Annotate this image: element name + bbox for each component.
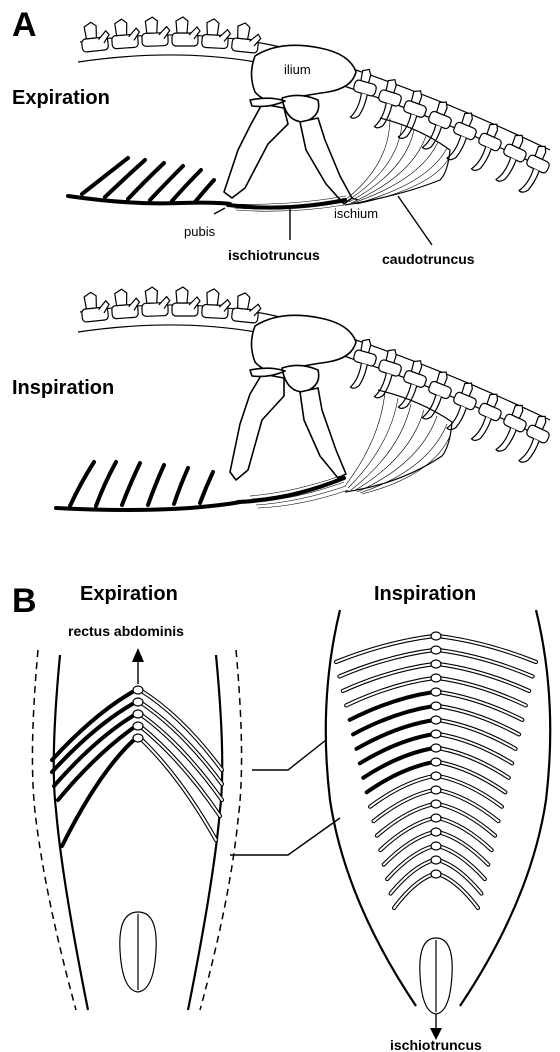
label-ilium: ilium	[284, 62, 311, 77]
midline-nodes-expiration	[133, 686, 143, 742]
pubic-plates-expiration	[120, 912, 156, 992]
midline-node	[431, 814, 441, 822]
connector-upper	[252, 740, 326, 770]
label-rectus-abdominis: rectus abdominis	[68, 623, 184, 639]
skeleton-inspiration	[56, 286, 556, 510]
midline-node	[431, 632, 441, 640]
gastralia-left-expiration	[52, 690, 136, 846]
connector-lower	[230, 818, 340, 855]
midline-node	[431, 688, 441, 696]
pubic-plates-inspiration	[420, 938, 452, 1014]
midline-node	[431, 800, 441, 808]
gastralia-expiration	[68, 158, 230, 204]
gastralium-right	[438, 874, 478, 908]
midline-node	[431, 772, 441, 780]
midline-node	[431, 842, 441, 850]
midline-node	[431, 856, 441, 864]
pubis-expiration	[224, 104, 288, 198]
midline-node	[431, 758, 441, 766]
gastralia-inspiration	[56, 462, 240, 510]
midline-node	[431, 828, 441, 836]
label-ischiotruncus-a: ischiotruncus	[228, 247, 320, 263]
midline-node	[431, 702, 441, 710]
ischiotruncus-muscle-expiration	[228, 196, 346, 211]
gastralia-inspiration-ventral	[336, 632, 536, 908]
midline-node	[431, 786, 441, 794]
panel-letter-a: A	[12, 6, 37, 44]
title-inspiration-a: Inspiration	[12, 377, 114, 399]
ventral-view-inspiration	[326, 610, 550, 1040]
label-ischiotruncus-b: ischiotruncus	[390, 1037, 482, 1052]
midline-node	[431, 744, 441, 752]
ventral-view-expiration	[32, 648, 241, 1010]
midline-node	[431, 716, 441, 724]
label-ischium: ischium	[334, 206, 378, 221]
label-caudotruncus: caudotruncus	[382, 251, 475, 267]
skeleton-expiration	[68, 16, 556, 245]
midline-node	[431, 646, 441, 654]
title-expiration-b: Expiration	[80, 583, 178, 605]
ischiotruncus-muscle-inspiration	[238, 476, 348, 508]
ischium-expiration	[300, 118, 352, 204]
midline-node	[431, 660, 441, 668]
midline-node	[431, 674, 441, 682]
gastralium-left	[394, 874, 434, 908]
midline-node	[431, 730, 441, 738]
panel-letter-b: B	[12, 582, 37, 620]
gastralia-right-expiration	[140, 690, 222, 840]
title-expiration-a: Expiration	[12, 87, 110, 109]
midline-node	[431, 870, 441, 878]
title-inspiration-b: Inspiration	[374, 583, 476, 605]
label-pubis: pubis	[184, 224, 216, 239]
